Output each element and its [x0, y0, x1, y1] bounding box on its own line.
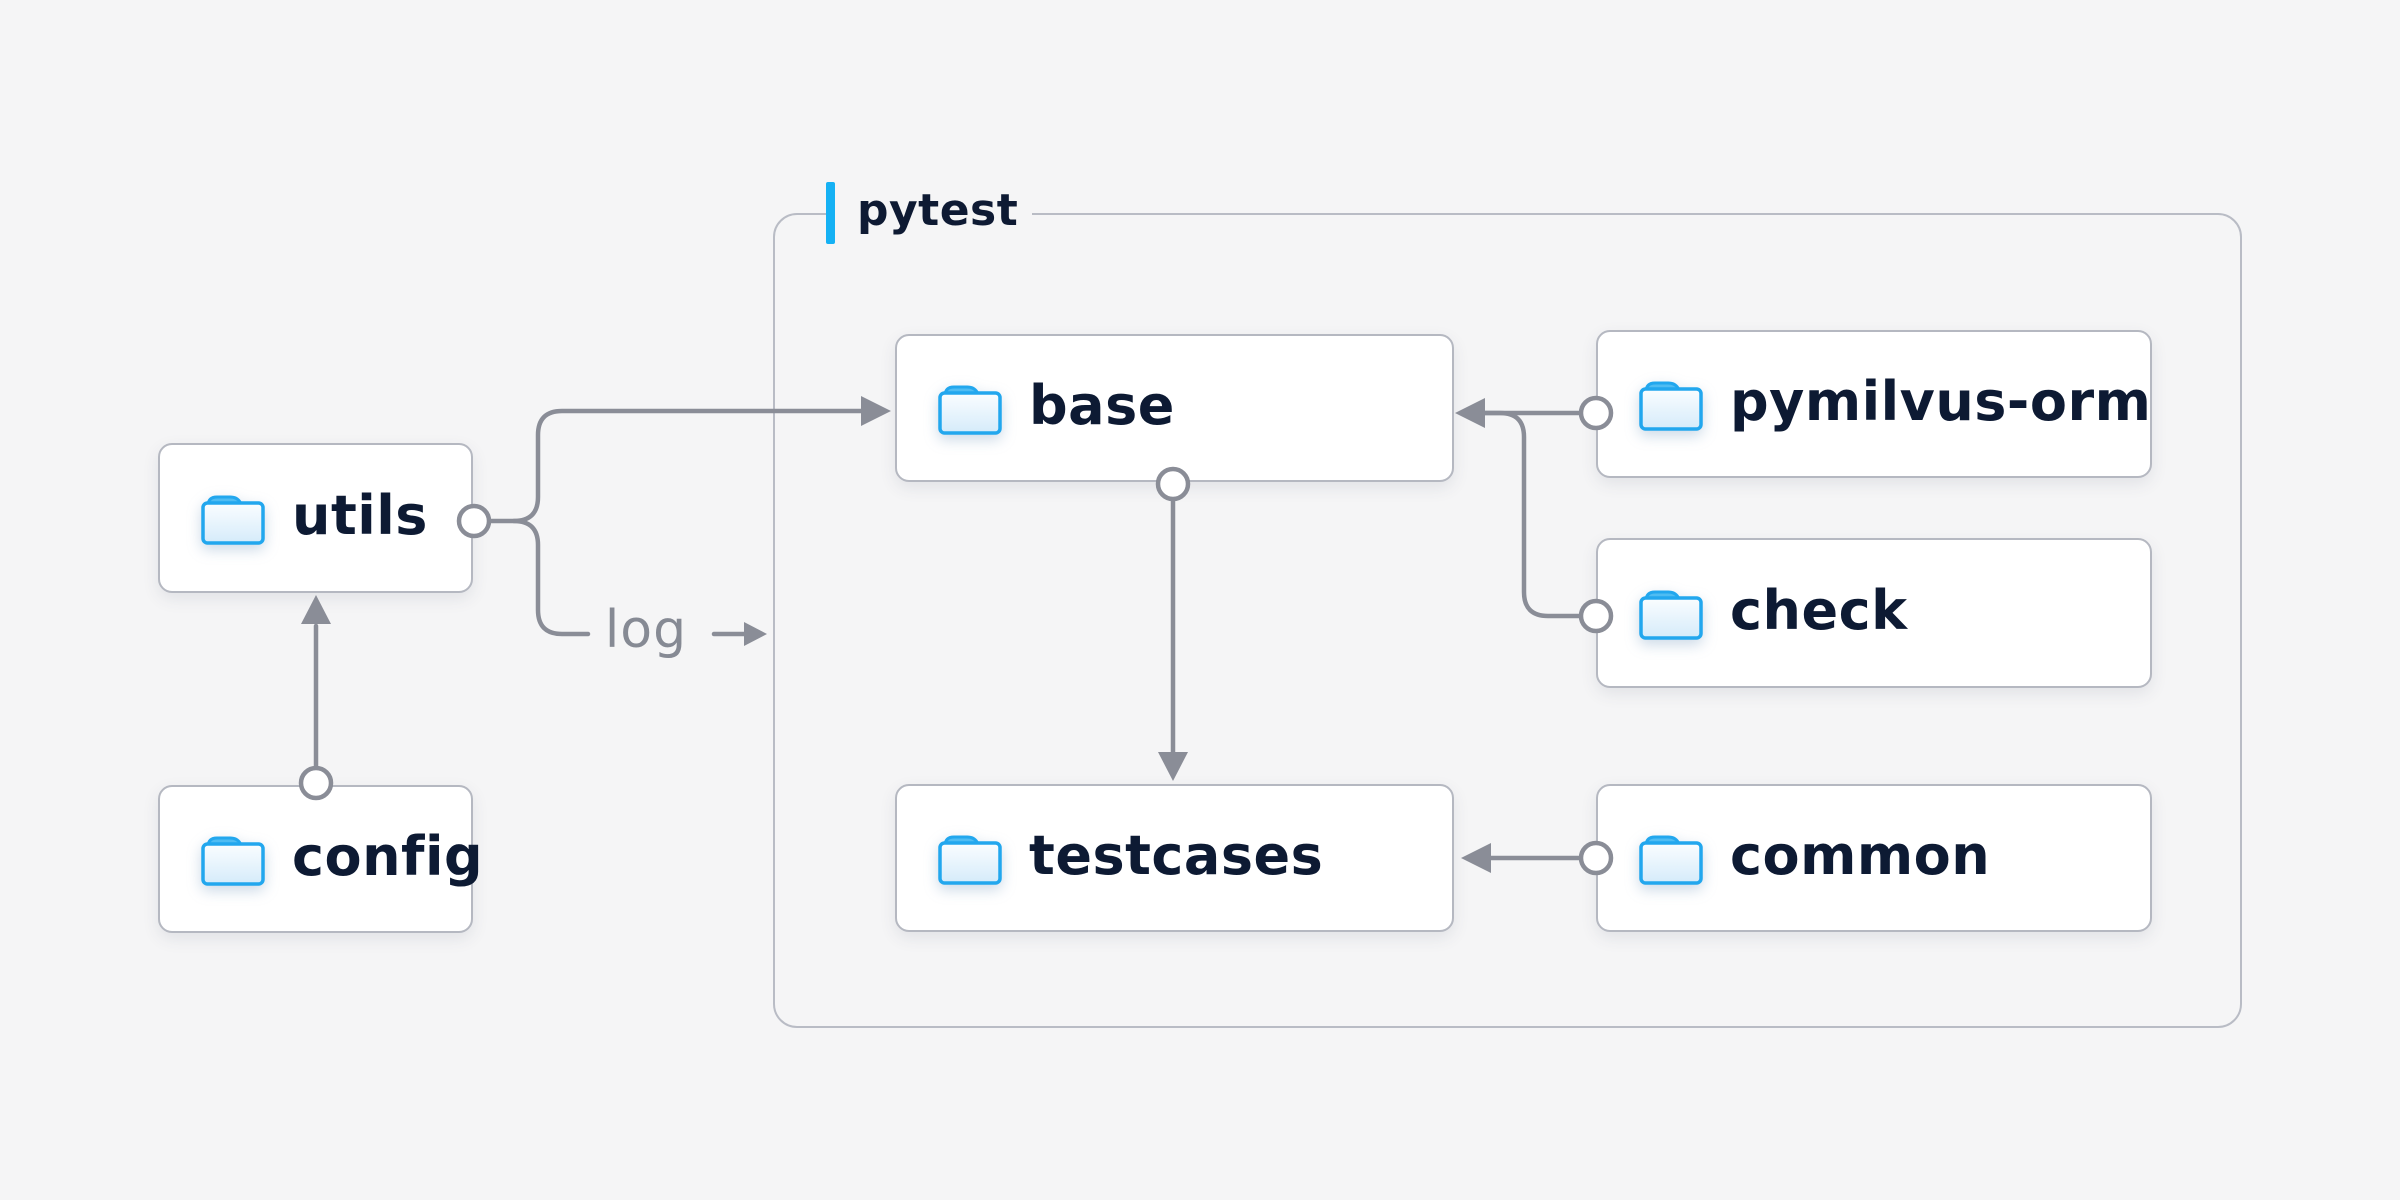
folder-icon — [938, 834, 1002, 885]
folder-icon — [938, 384, 1002, 435]
node-utils: utils — [158, 443, 473, 593]
node-config-label: config — [292, 824, 484, 888]
folder-icon — [1639, 834, 1703, 885]
folder-icon — [201, 835, 265, 886]
node-base-label: base — [1029, 373, 1175, 437]
node-config: config — [158, 785, 483, 933]
pytest-group-label-text: pytest — [857, 185, 1019, 236]
node-pymilvus-orm: pymilvus-orm — [1596, 330, 2152, 478]
folder-icon — [1639, 589, 1703, 640]
node-common: common — [1596, 784, 2152, 932]
node-utils-label: utils — [292, 483, 428, 547]
node-common-label: common — [1730, 823, 1991, 887]
folder-icon — [1639, 380, 1703, 431]
arrowhead-into-pytest — [744, 622, 767, 646]
folder-icon — [201, 494, 265, 545]
accent-bar-icon — [826, 182, 835, 244]
pytest-group-label: pytest — [826, 182, 1033, 244]
node-base: base — [895, 334, 1454, 482]
node-check: check — [1596, 538, 2152, 688]
edge-utils-log — [511, 518, 591, 637]
node-testcases-label: testcases — [1029, 823, 1324, 887]
node-testcases: testcases — [895, 784, 1454, 932]
node-pymilvus-orm-label: pymilvus-orm — [1730, 369, 2152, 433]
pytest-group-container — [773, 213, 2242, 1028]
node-check-label: check — [1730, 578, 1908, 642]
arrowhead-into-utils — [301, 595, 331, 624]
edge-label-log: log — [604, 600, 688, 660]
